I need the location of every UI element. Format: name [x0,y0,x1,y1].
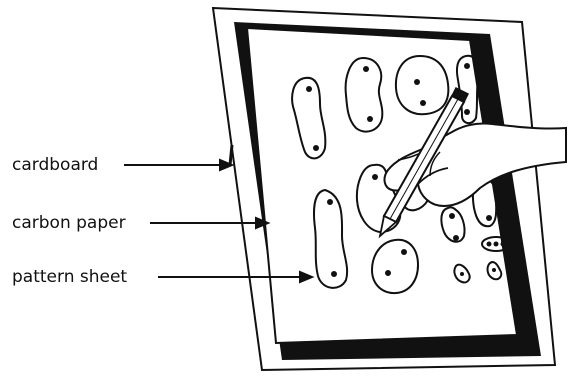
pattern-dot [331,271,337,277]
pattern-dot [367,116,373,122]
pattern-dot [464,109,470,115]
pattern-dot [385,270,391,276]
pattern-dot [494,242,499,247]
pattern-dot [486,215,492,221]
pattern-dot [414,79,420,85]
pattern-dot [501,242,506,247]
pattern-dot [327,199,333,205]
pattern-dot [460,272,464,276]
label-cardboard: cardboard [12,155,98,175]
pattern-dot [492,268,496,272]
pattern-dot [363,66,369,72]
pattern-dot [420,100,426,106]
cardboard-edge [230,145,232,165]
pattern-dot [449,213,455,219]
pattern-dot [453,235,459,241]
label-pattern-sheet: pattern sheet [12,267,127,287]
label-carbon-paper: carbon paper [12,213,126,233]
pattern-dot [313,145,319,151]
pattern-dot [372,174,378,180]
pattern-dot [401,249,407,255]
pattern-dot [487,242,492,247]
pattern-dot [464,63,470,69]
pattern-dot [306,86,312,92]
